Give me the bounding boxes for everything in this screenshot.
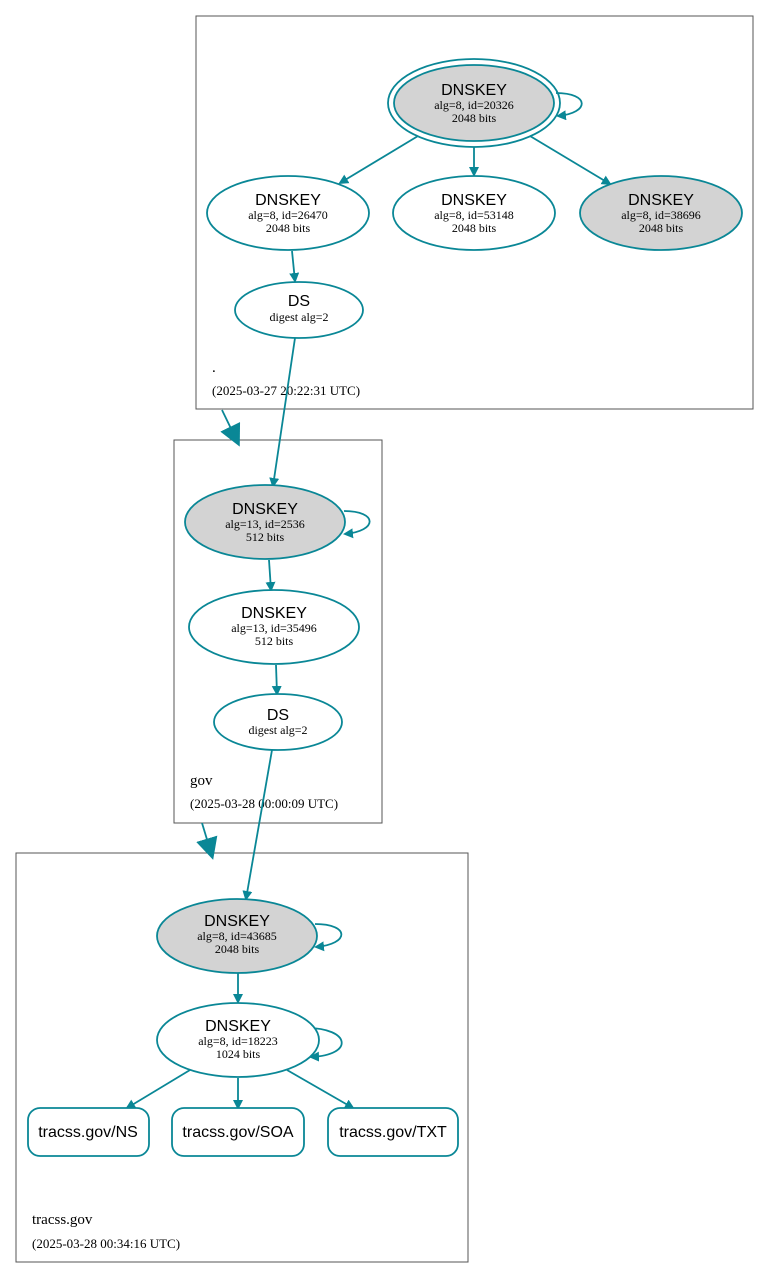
edge-tracss-ksk-self	[314, 923, 343, 952]
tracss-ksk-ellipse	[156, 898, 318, 974]
rrset-ns-label: tracss.gov/NS	[38, 1124, 138, 1141]
zone-root-timestamp: (2025-03-27 20:22:31 UTC)	[212, 383, 360, 398]
root-zsk1-node[interactable]: DNSKEY alg=8, id=26470 2048 bits	[206, 175, 370, 251]
gov-ksk-node[interactable]: DNSKEY alg=13, id=2536 512 bits	[184, 484, 346, 560]
zone-gov-box	[173, 439, 383, 824]
root-zsk1-alg: alg=8, id=26470	[248, 208, 328, 222]
edge-gov-ksk-self	[343, 510, 371, 539]
edge-tracss-zsk-ns	[125, 1069, 191, 1110]
root-zsk2-ellipse	[392, 175, 556, 251]
gov-zsk-node[interactable]: DNSKEY alg=13, id=35496 512 bits	[188, 589, 360, 665]
edge-tracss-zsk-txt	[286, 1069, 355, 1109]
edge-gov-ds-tracss-ksk	[242, 749, 273, 901]
zone-root-name: .	[212, 360, 216, 376]
zone-gov-timestamp: (2025-03-28 00:00:09 UTC)	[190, 796, 338, 811]
root-zsk2-alg: alg=8, id=53148	[434, 208, 514, 222]
tracss-ksk-alg: alg=8, id=43685	[197, 929, 277, 943]
tracss-zsk-bits: 1024 bits	[216, 1047, 261, 1061]
gov-ksk-alg: alg=13, id=2536	[225, 517, 305, 531]
gov-zsk-title: DNSKEY	[241, 605, 307, 622]
zone-tracss: tracss.gov (2025-03-28 00:34:16 UTC)	[15, 852, 469, 1263]
root-ksk2-node[interactable]: DNSKEY alg=8, id=38696 2048 bits	[579, 175, 743, 251]
tracss-zsk-title: DNSKEY	[205, 1018, 271, 1035]
root-zsk2-bits: 2048 bits	[452, 221, 497, 235]
gov-ds-ellipse	[213, 693, 343, 751]
root-ksk-ellipse	[393, 64, 555, 142]
delegation-arrow-root-gov	[220, 409, 241, 447]
tracss-zsk-ellipse	[156, 1002, 320, 1078]
root-zsk1-title: DNSKEY	[255, 192, 321, 209]
gov-ds-title: DS	[267, 707, 289, 724]
zone-gov-name: gov	[190, 773, 213, 789]
delegation-arrow-gov-tracss	[196, 822, 218, 860]
zone-tracss-box	[15, 852, 469, 1263]
zone-tracss-name: tracss.gov	[32, 1212, 93, 1228]
gov-ksk-bits: 512 bits	[246, 530, 285, 544]
tracss-ksk-node[interactable]: DNSKEY alg=8, id=43685 2048 bits	[156, 898, 318, 974]
root-ksk-node[interactable]: DNSKEY alg=8, id=20326 2048 bits	[387, 58, 561, 148]
gov-ds-digest: digest alg=2	[248, 723, 307, 737]
root-zsk1-ellipse	[206, 175, 370, 251]
tracss-zsk-alg: alg=8, id=18223	[198, 1034, 278, 1048]
root-zsk2-node[interactable]: DNSKEY alg=8, id=53148 2048 bits	[392, 175, 556, 251]
rrset-ns-box	[27, 1107, 150, 1157]
edge-gov-ksk-zsk	[265, 559, 276, 592]
gov-zsk-ellipse	[188, 589, 360, 665]
edge-root-ksk-self	[555, 92, 583, 121]
root-ds-digest: digest alg=2	[269, 310, 328, 324]
root-ds-title: DS	[288, 293, 310, 310]
rrset-txt-label: tracss.gov/TXT	[339, 1124, 447, 1141]
rrset-soa-label: tracss.gov/SOA	[182, 1124, 293, 1141]
trust-anchor-ring	[387, 58, 561, 148]
edge-gov-zsk-ds	[271, 664, 282, 696]
edge-root-zsk1-ds	[289, 250, 300, 283]
root-ds-node[interactable]: DS digest alg=2	[234, 281, 364, 339]
root-ksk2-title: DNSKEY	[628, 192, 694, 209]
gov-ds-node[interactable]: DS digest alg=2	[213, 693, 343, 751]
edge-root-ksk-zsk1	[338, 135, 419, 185]
gov-zsk-bits: 512 bits	[255, 634, 294, 648]
tracss-ksk-bits: 2048 bits	[215, 942, 260, 956]
root-ds-ellipse	[234, 281, 364, 339]
zone-root: . (2025-03-27 20:22:31 UTC)	[195, 15, 754, 410]
rrset-soa-box	[171, 1107, 305, 1157]
root-ksk2-alg: alg=8, id=38696	[621, 208, 701, 222]
edge-tracss-zsk-self	[306, 1027, 343, 1062]
gov-zsk-alg: alg=13, id=35496	[231, 621, 317, 635]
zone-gov: gov (2025-03-28 00:00:09 UTC)	[173, 439, 383, 824]
edge-root-ksk-ksk2	[529, 135, 612, 186]
rrset-ns-node[interactable]: tracss.gov/NS	[27, 1107, 150, 1157]
root-ksk2-bits: 2048 bits	[639, 221, 684, 235]
zone-tracss-timestamp: (2025-03-28 00:34:16 UTC)	[32, 1236, 180, 1251]
root-zsk2-title: DNSKEY	[441, 192, 507, 209]
root-zsk1-bits: 2048 bits	[266, 221, 311, 235]
root-ksk2-ellipse	[579, 175, 743, 251]
root-ksk-title: DNSKEY	[441, 82, 507, 99]
zone-root-box	[195, 15, 754, 410]
root-ksk-alg: alg=8, id=20326	[434, 98, 514, 112]
gov-ksk-ellipse	[184, 484, 346, 560]
rrset-txt-box	[327, 1107, 459, 1157]
tracss-ksk-title: DNSKEY	[204, 913, 270, 930]
rrset-soa-node[interactable]: tracss.gov/SOA	[171, 1107, 305, 1157]
tracss-zsk-node[interactable]: DNSKEY alg=8, id=18223 1024 bits	[156, 1002, 320, 1078]
root-ksk-bits: 2048 bits	[452, 111, 497, 125]
gov-ksk-title: DNSKEY	[232, 501, 298, 518]
edge-root-ds-gov-ksk	[269, 337, 296, 488]
rrset-txt-node[interactable]: tracss.gov/TXT	[327, 1107, 459, 1157]
